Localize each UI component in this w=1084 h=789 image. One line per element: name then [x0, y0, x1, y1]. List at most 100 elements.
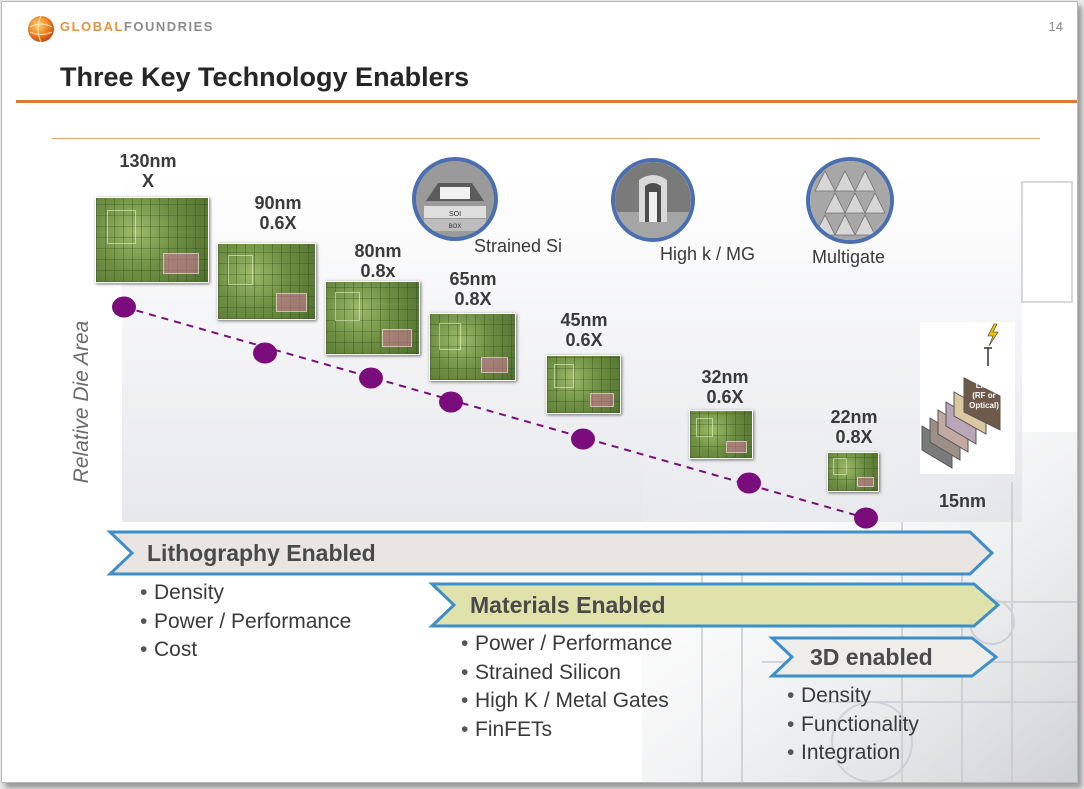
lithography-banner — [106, 530, 995, 576]
bullet-dot-icon: • — [787, 741, 795, 764]
node-scale: 0.8X — [835, 427, 873, 447]
node-scale: 0.8X — [454, 289, 492, 309]
bullet-text: Power / Performance — [475, 632, 673, 655]
high-k-mg-label: High k / MG — [660, 244, 756, 264]
bullet-dot-icon: • — [140, 638, 148, 661]
list-item: •FinFETs — [461, 716, 672, 745]
strained-si-image: SOI BOX — [412, 157, 498, 241]
list-item: • Integration — [787, 739, 919, 768]
lightning-antenna-icon — [984, 323, 999, 366]
node-name: 45nm — [560, 310, 608, 330]
logo-text-bal: BAL — [92, 19, 124, 34]
die-dot-32nm — [737, 472, 761, 494]
3d-bullets: •Density •Functionality •Integration — [787, 682, 919, 768]
stack-text-rf: (RF or — [972, 391, 996, 400]
node-name: 65nm — [449, 269, 497, 289]
node-scale: X — [141, 171, 155, 191]
3d-stack-image: Comm Link (RF or Optical) — [920, 322, 1015, 474]
materials-banner-label: Materials Enabled — [470, 592, 666, 618]
node-name: 130nm — [119, 151, 177, 171]
stack-text-comm: Comm — [972, 371, 997, 380]
node-label-15nm: 15nm — [939, 491, 987, 511]
3d-stack-diagram: Comm Link (RF or Optical) — [921, 323, 1001, 469]
list-item: •Power / Performance — [140, 608, 351, 637]
die-dot-130nm — [112, 296, 136, 318]
section-divider — [52, 138, 1040, 139]
logo-text-o: O — [81, 19, 93, 34]
inset-text-soi: SOI — [449, 211, 461, 218]
strained-si-cross-section: SOI BOX — [416, 161, 494, 237]
materials-banner — [428, 582, 1001, 628]
bullet-text: Integration — [801, 741, 901, 764]
list-item: • Power / Performance — [461, 630, 672, 659]
list-item: • Density — [787, 682, 919, 711]
die-dot-22nm — [854, 507, 878, 529]
die-image-130nm — [95, 197, 209, 283]
bullet-dot-icon: • — [787, 712, 795, 736]
node-name: 22nm — [830, 407, 878, 427]
page-number: 14 — [1048, 19, 1063, 34]
bullet-text: Cost — [154, 638, 198, 661]
bullet-text: FinFETs — [475, 717, 553, 741]
die-image-32nm — [689, 410, 753, 459]
bullet-dot-icon: • — [461, 660, 469, 684]
logo-text-gl: GL — [60, 19, 82, 34]
node-scale: 0.6X — [706, 387, 744, 407]
logo-text-foundries: FOUNDRIES — [123, 19, 214, 34]
bullet-text: Power / Performance — [154, 609, 352, 633]
die-dot-45nm — [571, 428, 595, 450]
multigate-image — [806, 157, 894, 244]
bullet-dot-icon: • — [461, 632, 469, 655]
bullet-text: Density — [801, 684, 872, 707]
node-name: 80nm — [354, 241, 402, 261]
die-image-65nm — [429, 313, 516, 381]
list-item: •Functionality — [787, 711, 919, 740]
die-image-45nm — [546, 355, 621, 414]
node-name: 90nm — [254, 193, 302, 213]
list-item: • Density — [140, 579, 351, 608]
bullet-text: Functionality — [801, 712, 919, 736]
bullet-text: High K / Metal Gates — [475, 689, 669, 712]
node-scale: 0.6X — [565, 330, 603, 350]
die-image-90nm — [217, 243, 316, 320]
bullet-dot-icon: • — [787, 684, 795, 707]
3d-banner — [768, 636, 999, 678]
logo-wordmark: GLOBALFOUNDRIES — [60, 19, 214, 34]
list-item: • Cost — [140, 636, 351, 665]
stack-text-optical: Optical) — [969, 401, 999, 410]
die-image-22nm — [827, 452, 879, 492]
bullet-dot-icon: • — [140, 609, 148, 633]
high-k-mg-image — [611, 158, 695, 242]
globe-logo-icon — [28, 15, 54, 43]
list-item: •High K / Metal Gates — [461, 687, 672, 716]
strained-si-label: Strained Si — [474, 236, 563, 256]
3d-banner-label: 3D enabled — [810, 644, 933, 670]
node-name: 32nm — [701, 367, 749, 387]
title-underline — [16, 100, 1077, 103]
bullet-text: Strained Silicon — [475, 660, 621, 684]
node-scale: 0.8x — [360, 261, 396, 281]
bullet-dot-icon: • — [140, 581, 148, 604]
materials-bullets: •Power / Performance •Strained Silicon •… — [461, 630, 672, 744]
inset-text-box: BOX — [449, 224, 462, 230]
slide-title: Three Key Technology Enablers — [60, 62, 470, 92]
multigate-label: Multigate — [812, 247, 886, 267]
die-dot-90nm — [253, 342, 277, 364]
node-scale: 0.6X — [259, 213, 297, 233]
list-item: •Strained Silicon — [461, 659, 672, 688]
bullet-dot-icon: • — [461, 717, 469, 741]
lithography-banner-label: Lithography Enabled — [147, 540, 376, 566]
bullet-text: Density — [154, 581, 225, 604]
lithography-bullets: •Density •Power / Performance •Cost — [140, 579, 351, 665]
die-dot-80nm — [359, 367, 383, 389]
high-k-mg-cross-section — [615, 162, 691, 238]
